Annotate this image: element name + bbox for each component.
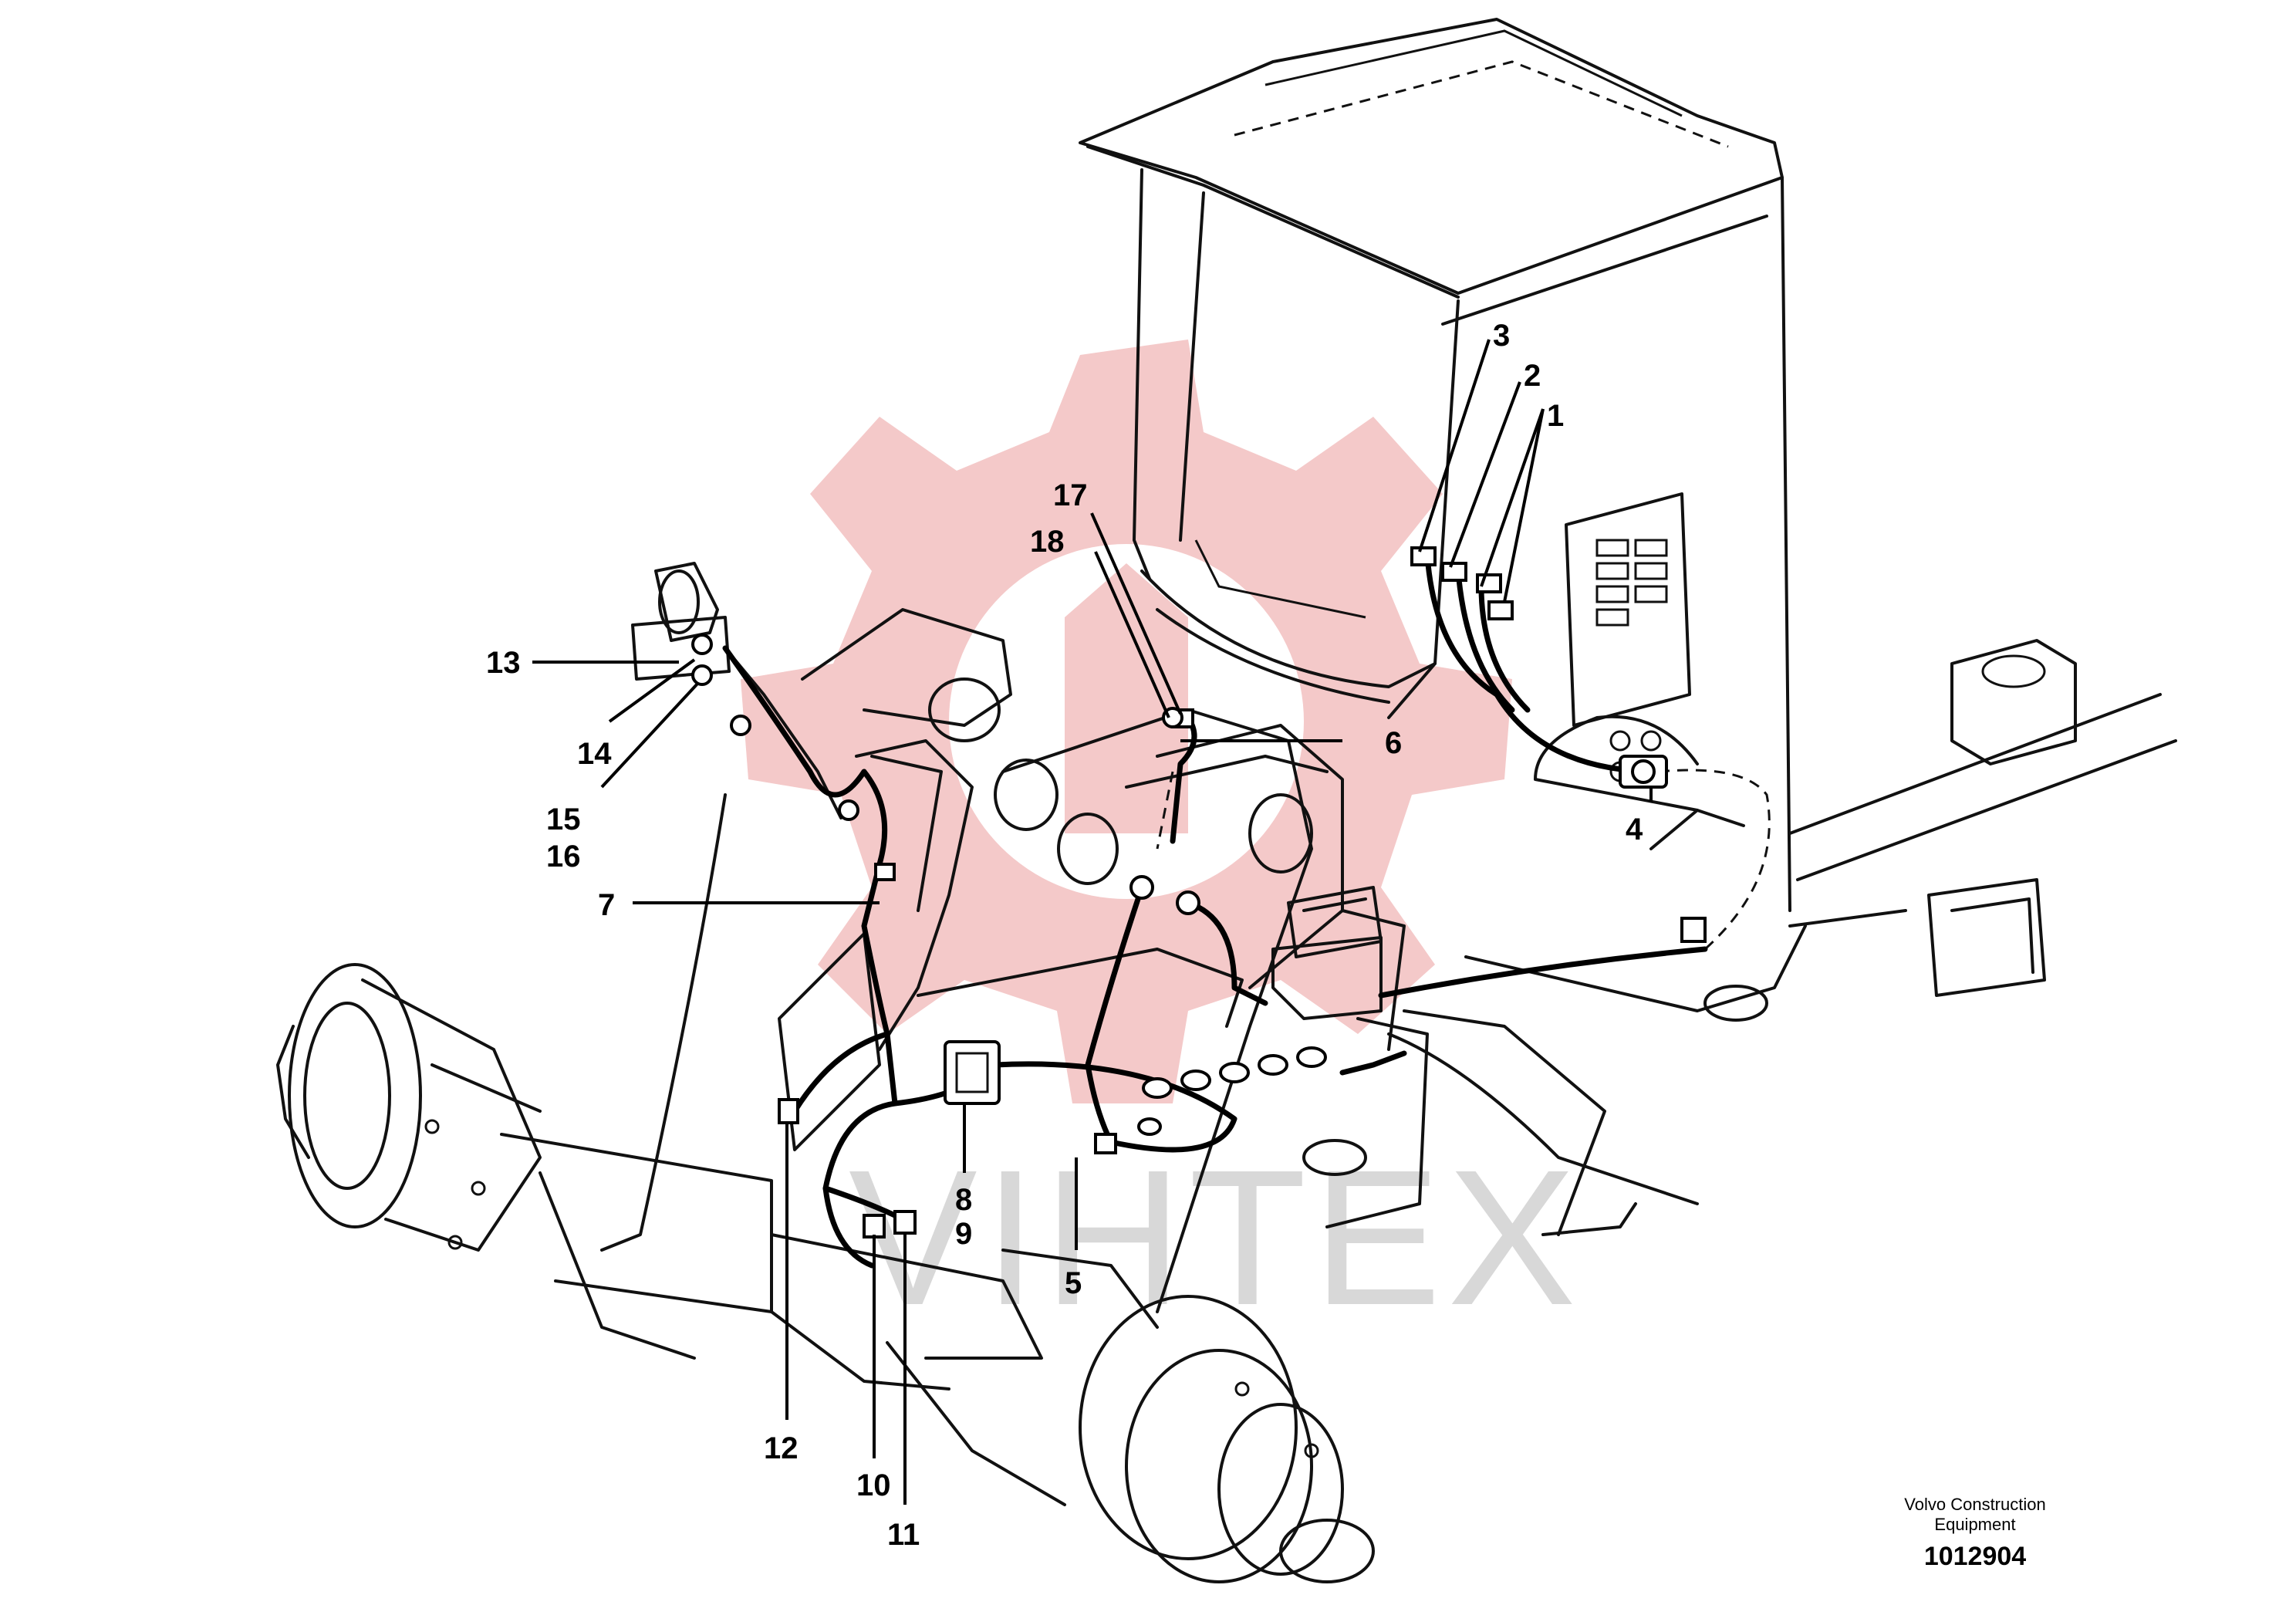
callout-13: 13 [486,646,521,680]
callout-2: 2 [1524,359,1541,393]
callout-3: 3 [1493,319,1510,353]
callout-numbers: 1 2 3 4 5 6 7 8 9 10 11 12 13 14 15 16 1… [486,319,1643,1552]
callout-1: 1 [1547,399,1564,433]
callout-18: 18 [1030,525,1065,559]
title-block: Volvo Construction Equipment 1012904 [1904,1495,2045,1571]
leader-lines [532,339,1653,1505]
callout-11: 11 [887,1518,920,1552]
watermark: VIHTEX [741,340,1582,1345]
electrical-panel [1534,492,1745,850]
connectors [691,546,1707,1238]
front-axle [276,963,1375,1583]
callout-17: 17 [1053,478,1088,512]
callout-14: 14 [577,737,612,771]
callout-7: 7 [598,888,615,922]
manufacturer-line-2: Equipment [1934,1515,2015,1534]
callout-16: 16 [546,840,581,874]
callout-15: 15 [546,803,581,836]
manufacturer-line-1: Volvo Construction [1904,1495,2045,1514]
callout-9: 9 [955,1217,972,1251]
callout-12: 12 [764,1431,799,1465]
rear-frame [1788,639,2177,997]
right-work-light [1271,886,1383,1020]
callout-4: 4 [1626,813,1643,846]
watermark-text: VIHTEX [849,1130,1582,1345]
drawing-number: 1012904 [1924,1542,2026,1571]
callout-5: 5 [1065,1266,1082,1300]
cab [1079,18,1791,912]
callout-6: 6 [1385,726,1402,760]
callout-8: 8 [955,1183,972,1217]
callout-10: 10 [856,1468,891,1502]
